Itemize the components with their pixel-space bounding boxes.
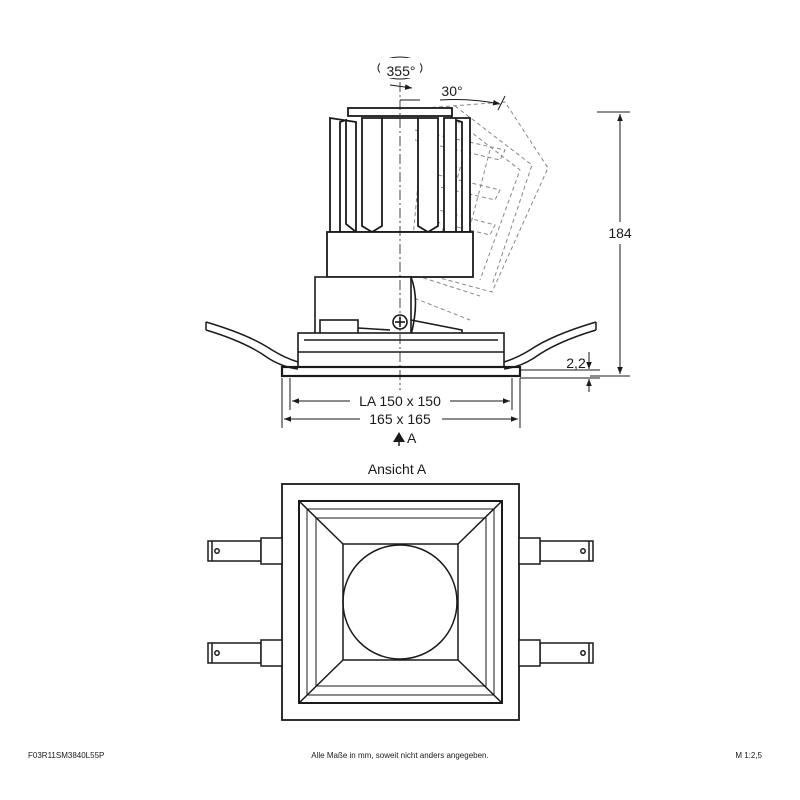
cutout-dimension: [289, 378, 513, 410]
height-label: 184: [608, 225, 632, 241]
cutout-label: LA 150 x 150: [359, 393, 441, 409]
flange-dimension: [520, 352, 600, 392]
lens-circle: [342, 544, 458, 660]
tilt-indicator: [400, 95, 506, 111]
view-arrow-icon: [393, 432, 405, 446]
view-marker-label: A: [407, 430, 417, 446]
trim-frame: [280, 332, 522, 378]
tilt-label: 30°: [441, 83, 462, 99]
clip-bottom-left: [207, 639, 283, 667]
spring-clip-left: [205, 321, 299, 370]
clip-bottom-right: [518, 639, 594, 667]
outer-label: 165 x 165: [369, 411, 431, 427]
article-number: F03R11SM3840L55P: [28, 751, 105, 760]
front-view: [207, 483, 594, 721]
view-title: Ansicht A: [368, 461, 427, 477]
units-note: Alle Maße in mm, soweit nicht anders ang…: [311, 751, 489, 760]
outer-dimension: [281, 378, 521, 428]
gimbal-mount: [314, 276, 463, 339]
clip-top-right: [518, 537, 594, 565]
spring-clip-right: [503, 321, 597, 370]
rotation-label: 355°: [387, 63, 416, 79]
clip-top-left: [207, 537, 283, 565]
flange-label: 2,2: [566, 355, 586, 371]
rotation-indicator: [377, 56, 423, 90]
height-dimension: [590, 111, 630, 377]
side-view: [205, 82, 597, 390]
scale-label: M 1:2,5: [735, 751, 762, 760]
